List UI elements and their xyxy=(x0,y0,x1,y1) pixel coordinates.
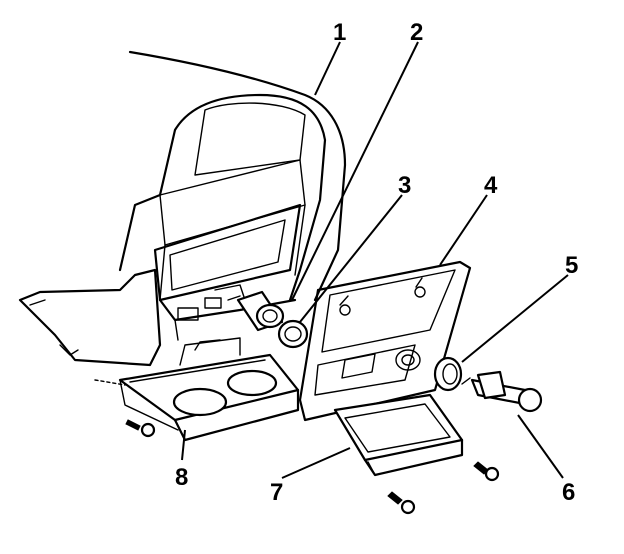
lighter-socket xyxy=(227,290,285,332)
leader-lines xyxy=(181,41,569,479)
callout-8: 8 xyxy=(175,464,188,491)
ashtray-bin xyxy=(333,393,500,515)
callout-2: 2 xyxy=(410,19,423,46)
leader-6 xyxy=(517,414,564,479)
leader-2 xyxy=(291,41,419,301)
callout-6: 6 xyxy=(562,479,575,506)
leader-8 xyxy=(181,429,186,461)
leader-1 xyxy=(314,41,341,96)
retainer-ring xyxy=(277,319,309,349)
leader-5 xyxy=(461,274,569,363)
lighter-element xyxy=(461,370,543,413)
callout-7: 7 xyxy=(270,479,283,506)
cup-holder-tray xyxy=(94,337,300,442)
trim-bezel-panel xyxy=(298,260,472,422)
callout-1: 1 xyxy=(333,19,346,46)
leader-3 xyxy=(299,194,403,323)
callout-4: 4 xyxy=(484,172,498,199)
callout-5: 5 xyxy=(565,252,578,279)
callout-labels: 1 2 3 4 5 6 7 8 xyxy=(175,19,578,506)
leader-4 xyxy=(439,194,488,266)
instrument-panel-housing xyxy=(18,50,347,367)
callout-3: 3 xyxy=(398,172,411,199)
leader-7 xyxy=(281,447,351,479)
lighter-ring xyxy=(433,356,463,392)
